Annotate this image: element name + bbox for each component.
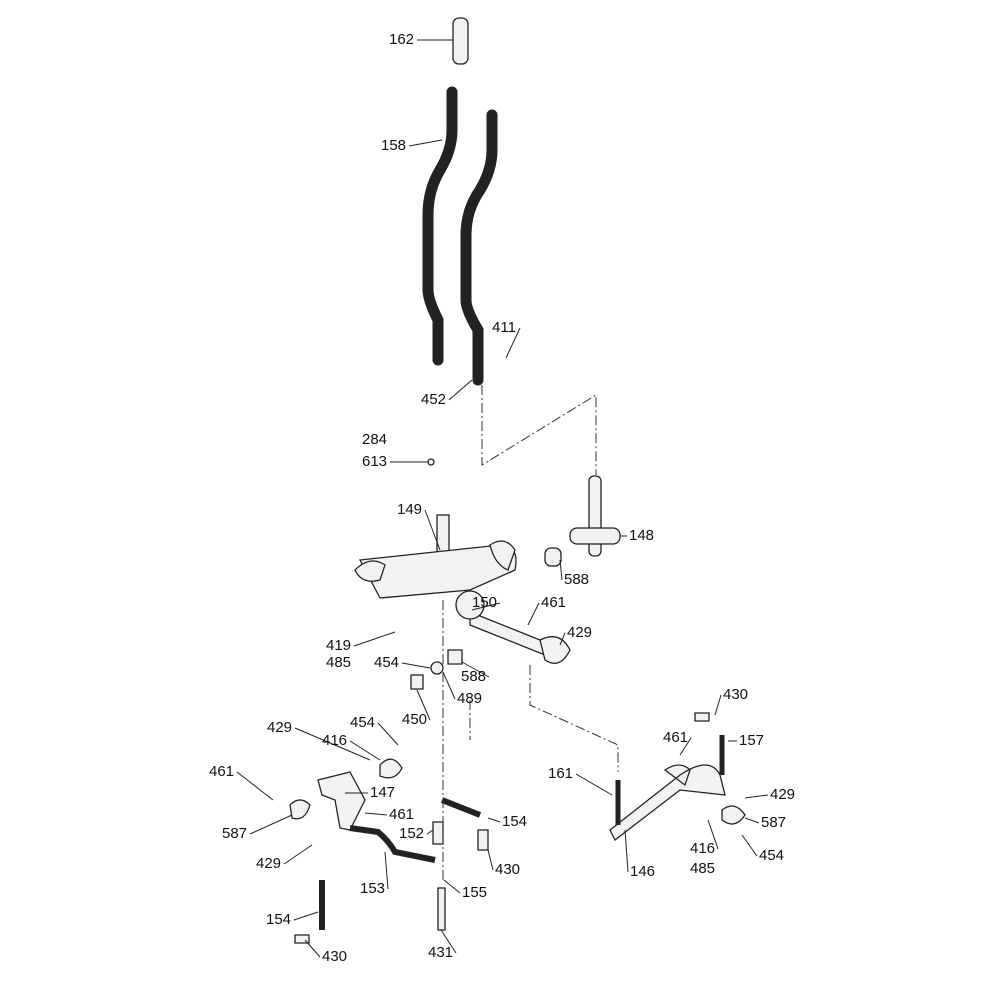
callout-0[interactable]: 162 <box>389 31 415 48</box>
callout-1[interactable]: 158 <box>381 137 407 154</box>
callout-6[interactable]: 149 <box>397 501 423 518</box>
callout-27[interactable]: 154 <box>502 813 528 830</box>
callout-33[interactable]: 431 <box>428 944 454 961</box>
callout-25[interactable]: 429 <box>256 855 282 872</box>
callout-30[interactable]: 155 <box>462 884 488 901</box>
spring-148 <box>569 527 621 545</box>
callout-22[interactable]: 147 <box>370 784 396 801</box>
callout-17[interactable]: 450 <box>402 711 428 728</box>
callout-34[interactable]: 430 <box>723 686 749 703</box>
callout-28[interactable]: 430 <box>495 861 521 878</box>
callout-24[interactable]: 587 <box>222 825 248 842</box>
callout-35[interactable]: 461 <box>663 729 689 746</box>
callout-10[interactable]: 461 <box>541 594 567 611</box>
callout-21[interactable]: 461 <box>209 763 235 780</box>
callout-9[interactable]: 150 <box>472 594 498 611</box>
callout-11[interactable]: 429 <box>567 624 593 641</box>
callout-13[interactable]: 485 <box>326 654 352 671</box>
bracket-147[interactable] <box>289 758 403 831</box>
callout-40[interactable]: 416 <box>690 840 716 857</box>
bracket-150[interactable] <box>358 544 547 657</box>
callout-36[interactable]: 157 <box>739 732 765 749</box>
callout-3[interactable]: 452 <box>421 391 447 408</box>
pivot-hub <box>455 590 485 620</box>
callout-14[interactable]: 454 <box>374 654 400 671</box>
callout-18[interactable]: 429 <box>267 719 293 736</box>
callout-31[interactable]: 154 <box>266 911 292 928</box>
callout-2[interactable]: 411 <box>492 319 516 336</box>
callout-20[interactable]: 416 <box>322 732 348 749</box>
arm-146[interactable] <box>609 764 746 841</box>
callout-16[interactable]: 489 <box>457 690 483 707</box>
callout-7[interactable]: 148 <box>629 527 655 544</box>
callout-12[interactable]: 419 <box>326 637 352 654</box>
callout-41[interactable]: 485 <box>690 860 716 877</box>
leader-lines <box>236 39 769 958</box>
callout-43[interactable]: 146 <box>630 863 656 880</box>
callout-39[interactable]: 587 <box>761 814 787 831</box>
link-153[interactable] <box>349 825 436 863</box>
bushing-588[interactable] <box>544 547 562 567</box>
callout-26[interactable]: 152 <box>399 825 425 842</box>
callout-19[interactable]: 454 <box>350 714 376 731</box>
lever-158-right[interactable] <box>460 109 498 386</box>
grip-162[interactable] <box>452 17 469 65</box>
callout-23[interactable]: 461 <box>389 806 415 823</box>
callout-29[interactable]: 153 <box>360 880 386 897</box>
callout-37[interactable]: 161 <box>548 765 574 782</box>
rod-154-upper[interactable] <box>440 797 482 818</box>
callout-4[interactable]: 284 <box>362 431 388 448</box>
callout-8[interactable]: 588 <box>564 571 590 588</box>
lever-158-left[interactable] <box>422 86 458 366</box>
callout-38[interactable]: 429 <box>770 786 796 803</box>
callout-42[interactable]: 454 <box>759 847 785 864</box>
alignment-lines <box>442 385 619 880</box>
callout-15[interactable]: 588 <box>461 668 487 685</box>
callout-5[interactable]: 613 <box>362 453 388 470</box>
rod-ends-center <box>354 540 571 664</box>
callout-32[interactable]: 430 <box>322 948 348 965</box>
